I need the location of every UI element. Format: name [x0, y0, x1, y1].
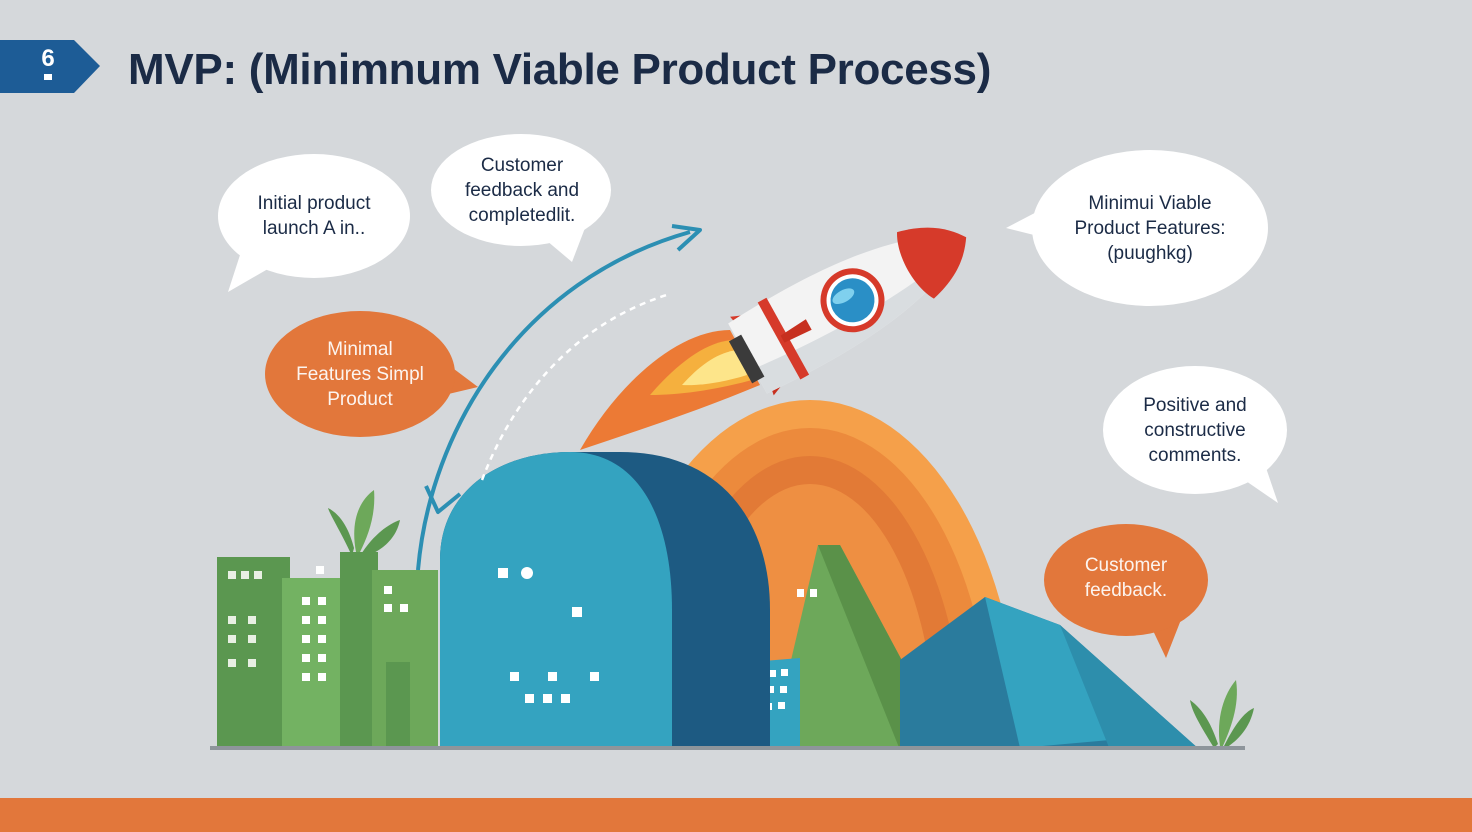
bubble-customer-feedback-top-line2: feedback and: [465, 178, 579, 203]
bubble-positive-comments-line1: Positive and: [1143, 393, 1247, 418]
bubble-minimal-features-line2: Features Simpl: [296, 362, 424, 387]
bubble-mvp-features-line1: Minimui Viable: [1074, 191, 1225, 216]
bubble-initial-launch-text: Initial product launch A in..: [228, 176, 400, 256]
plant-icon-right: [1190, 680, 1254, 748]
bubble-customer-feedback-top-line1: Customer: [465, 153, 579, 178]
bubble-positive-comments-text: Positive and constructive comments.: [1112, 390, 1278, 470]
bubble-minimal-features-line3: Product: [296, 387, 424, 412]
bubble-minimal-features-text: Minimal Features Simpl Product: [276, 334, 444, 414]
green-city-buildings: [217, 552, 438, 750]
bubble-positive-comments-line2: constructive: [1143, 418, 1247, 443]
bubble-mvp-features-line3: (puughkg): [1074, 241, 1225, 266]
bubble-minimal-features-line1: Minimal: [296, 337, 424, 362]
bubble-customer-feedback-bottom-line2: feedback.: [1085, 578, 1167, 603]
bubble-mvp-features-text: Minimui Viable Product Features: (puughk…: [1048, 186, 1252, 270]
rocket-icon: [719, 198, 988, 402]
bubble-initial-launch-line2: launch A in..: [257, 216, 370, 241]
bubble-customer-feedback-top-line3: completedlit.: [465, 203, 579, 228]
plant-icon: [328, 490, 400, 558]
bubble-positive-comments-line3: comments.: [1143, 443, 1247, 468]
bubble-mvp-features-line2: Product Features:: [1074, 216, 1225, 241]
blue-dome-building: [440, 452, 770, 750]
bubble-customer-feedback-bottom-text: Customer feedback.: [1054, 550, 1198, 606]
bubble-customer-feedback-top-text: Customer feedback and completedlit.: [436, 150, 608, 230]
bubble-initial-launch-line1: Initial product: [257, 191, 370, 216]
footer-accent-bar: [0, 798, 1472, 832]
bubble-customer-feedback-bottom-line1: Customer: [1085, 553, 1167, 578]
